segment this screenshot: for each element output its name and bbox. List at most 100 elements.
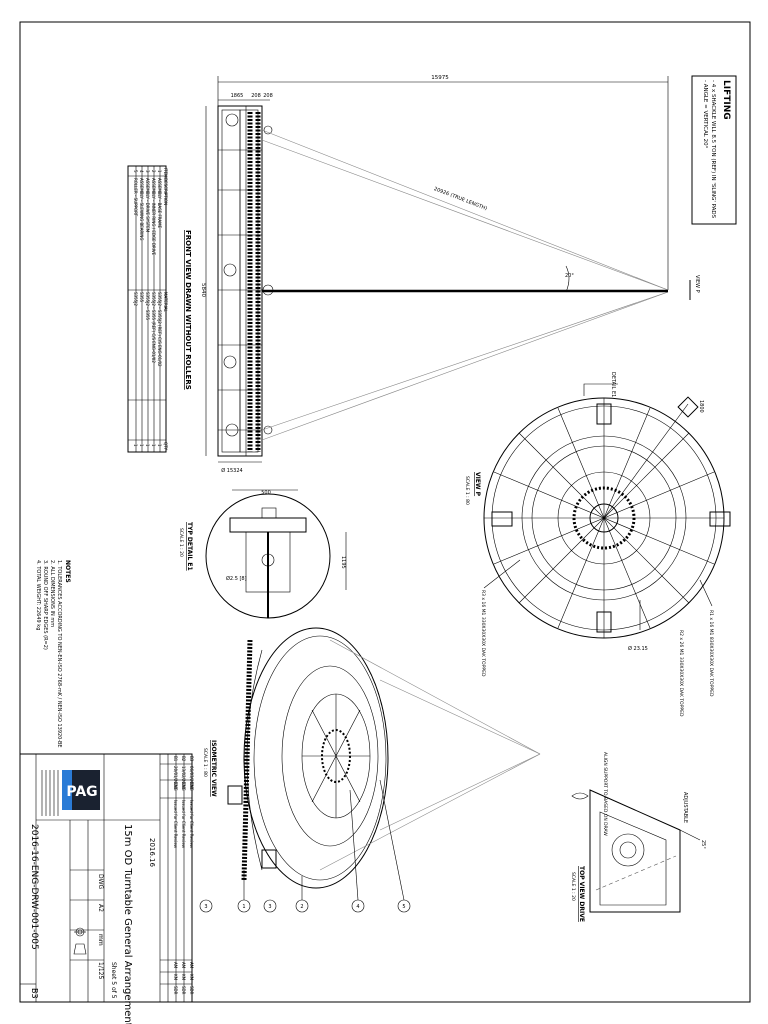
note-2: 2. ALL DIMENSIONS IN mm <box>49 560 55 627</box>
view-p-scale: SCALE 1 : 80 <box>464 476 470 505</box>
svg-text:2: 2 <box>300 904 303 910</box>
callout-r1: R1 x 16 M1 830X30X30X DAK TOPPED <box>708 610 714 697</box>
rev-3-dept: ENG <box>173 782 178 791</box>
parts-row-4-item: 4 <box>139 170 144 173</box>
dim-angle: 20° <box>565 273 574 279</box>
sheet-number: Sheet 5 of 5 <box>110 962 117 999</box>
balloon-2: 2 <box>295 899 309 913</box>
rev-3-id: B1 <box>173 756 178 762</box>
parts-header-mat: MATERIAL <box>163 292 168 313</box>
top-drive-scale: SCALE 1 : 20 <box>570 872 576 901</box>
rev-1-id: B3 <box>189 756 194 762</box>
notes-block: NOTES 1. TOLERANCES ACCORDING TO NEN-EN-… <box>35 560 71 748</box>
parts-header-qty: QTY <box>163 442 168 451</box>
svg-text:3: 3 <box>204 904 207 910</box>
rev-2-app: SDR <box>181 986 186 995</box>
logo-letters: PAG <box>66 784 97 800</box>
parts-row-2-mat: S355J2 - S355 (REF) C/S ENG-01/02 <box>151 292 156 363</box>
sheet-border <box>19 21 751 1003</box>
dim-detail-height: 1195 <box>340 556 346 569</box>
parts-row-5-mat: S355J2 <box>133 292 138 306</box>
parts-row-2-qty: 1 <box>151 444 156 447</box>
unit-label: mm <box>97 934 104 946</box>
dwg-label: DWG <box>97 874 104 890</box>
drawing-title: 15m OD Turntable General Arrangement <box>122 824 133 1024</box>
front-view: 15975 1865 208 208 5840 Ø 15324 <box>184 75 700 474</box>
rev-2-by: AM <box>181 962 186 969</box>
rev-2-id: B2 <box>181 756 186 762</box>
rev-3-app: SDR <box>173 986 178 995</box>
front-view-title: FRONT VIEW DRAWN WITHOUT ROLLERS <box>184 230 192 390</box>
projection-symbol <box>73 927 87 955</box>
parts-row-3-qty: 1 <box>145 444 150 447</box>
rev-2-desc: Issued for Client Review <box>181 800 186 849</box>
balloon-4: 4 <box>351 899 365 913</box>
lifting-note: LIFTING - 4 x SHACKLE WLL 8.5 TON (REF) … <box>691 75 737 225</box>
rev-3-date: 20/01/2020 <box>173 766 178 790</box>
svg-text:3: 3 <box>268 904 271 910</box>
parts-row-3-item: 3 <box>145 170 150 173</box>
balloon-3a: 3 <box>199 899 213 913</box>
rev-1-chk: KM <box>189 974 194 981</box>
adjustable-label: ADJUSTABLE <box>682 792 688 823</box>
parts-row-5-qty: 1 <box>133 444 138 447</box>
parts-row-2-desc: ASSEMBLY - INNER RING / EDGE DRIVE <box>151 178 156 256</box>
scale-label: 1/125 <box>97 962 104 979</box>
drawing-rev: B3 <box>30 988 39 999</box>
dim-top-span: 15975 <box>431 75 449 81</box>
parts-row-4-mat: S355 <box>139 292 144 303</box>
parts-header-desc: DESCRIPTION <box>163 178 168 205</box>
detail-e1-title: TYP DETAIL E1 <box>186 522 193 571</box>
parts-row-4-desc: ASSEMBLY - SLEWING BEARING <box>139 178 144 241</box>
parts-header-item: ITEM <box>163 168 168 178</box>
lifting-line2: - ANGLE = VERTICAL 20° <box>702 80 708 149</box>
rev-3-desc: Issued for Client Review <box>173 800 178 849</box>
parts-row-3-mat: S355J2 - S355 <box>145 292 150 321</box>
rev-1-desc: Issued for Client Review <box>189 800 194 849</box>
isometric-scale: SCALE 1 : 80 <box>202 748 208 777</box>
balloon-5: 5 <box>397 899 411 913</box>
top-drive-title: TOP VIEW DRIVE <box>578 866 585 922</box>
svg-text:4: 4 <box>356 904 359 910</box>
rev-1-dept: ENG <box>189 782 194 791</box>
dim-bottom: Ø 15324 <box>221 467 242 474</box>
parts-row-3-desc: ASSEMBLY - DRIVE SYSTEM <box>145 178 150 233</box>
svg-text:5: 5 <box>402 904 405 910</box>
parts-row-5-item: 5 <box>133 170 138 173</box>
detail-e1: 500 1195 Ø2.5 [8] TYP DETAIL E1 SCALE 1 … <box>178 489 347 619</box>
detail-mark: DETAIL E1 <box>610 372 616 397</box>
parts-row-1-item: 1 <box>157 170 162 173</box>
rev-2-date: 13/02/2020 <box>181 766 186 790</box>
view-p: 1800 DETAIL E1 VIEW P SCALE 1 : 80 R3 x … <box>464 372 731 717</box>
dim-detail-width: 500 <box>261 490 271 496</box>
project-no: 2016.16 <box>148 838 156 867</box>
note-1: 1. TOLERANCES ACCORDING TO NEN-EN-ISO 27… <box>56 560 62 748</box>
title-block: B3 06/03/2020 ENG Issued for Client Revi… <box>19 753 194 1024</box>
view-p-title: VIEW P <box>474 472 481 497</box>
callout-r2: R2 x 26 M1 330X30X30X DAK TOPPED <box>678 630 684 717</box>
notes-title: NOTES <box>64 560 71 583</box>
note-4: 4. TOTAL WEIGHT: 22649 kg <box>35 560 41 630</box>
dim-top-dims: 1800 <box>698 400 704 413</box>
disclaimer-text <box>41 770 59 816</box>
balloon-3b: 3 <box>263 899 277 913</box>
parts-table: ITEM DESCRIPTION MATERIAL QTY 1 ASSEMBLY… <box>127 165 168 453</box>
lifting-title: LIFTING <box>721 80 731 120</box>
paper-size: A2 <box>97 904 104 912</box>
callout-dia: Ø 23.15 <box>628 645 648 652</box>
rev-3-chk: KM <box>173 974 178 981</box>
dim-d1: 1865 <box>231 93 244 99</box>
svg-text:1: 1 <box>242 904 245 910</box>
isometric-view: ISOMETRIC VIEW SCALE 1 : 80 3 1 3 2 4 5 <box>199 627 541 913</box>
dim-drive-ang: 25° <box>700 840 706 849</box>
dim-height: 5840 <box>200 283 206 297</box>
note-3: 3. ROUND OFF SHARP EDGES (R=2) <box>42 560 48 650</box>
dim-d2: 208 <box>251 93 261 99</box>
parts-row-1-desc: ASSEMBLY - BASE FRAME <box>157 178 162 229</box>
parts-row-1-qty: 1 <box>157 444 162 447</box>
callout-r3: R3 x 16 M1 330X30X30X DAK TOPPED <box>480 590 486 677</box>
balloon-1: 1 <box>237 899 251 913</box>
rev-2-chk: KM <box>181 974 186 981</box>
rev-2-dept: ENG <box>181 782 186 791</box>
